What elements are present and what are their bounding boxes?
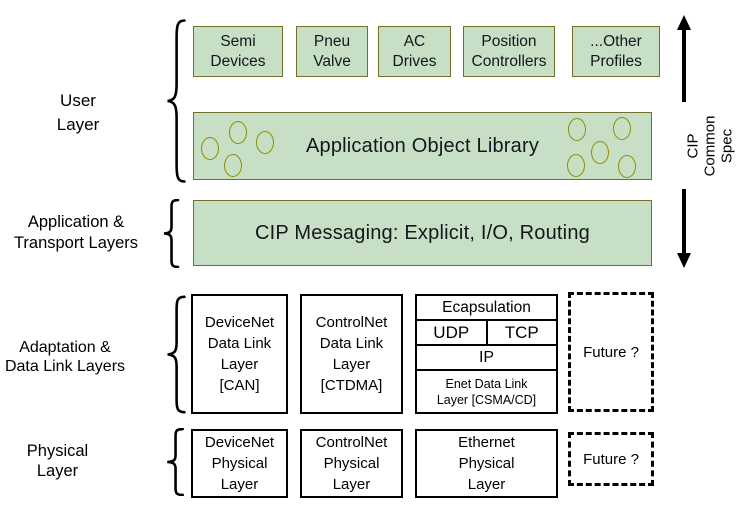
arrow-down-icon — [677, 253, 691, 268]
brace-physical — [164, 428, 186, 496]
profile-box-semi-devices: Semi Devices — [193, 26, 283, 77]
object-ellipse — [567, 154, 585, 177]
brace-application-transport — [161, 199, 181, 268]
object-ellipse — [256, 131, 274, 154]
ethernet-physical-box: Ethernet Physical Layer — [415, 429, 558, 498]
object-ellipse — [224, 154, 242, 177]
future-datalink-box: Future ? — [568, 292, 654, 412]
object-ellipse — [229, 121, 247, 144]
layer-label-physical: Physical Layer — [26, 442, 89, 480]
object-ellipse — [591, 141, 609, 164]
future-physical-box: Future ? — [568, 432, 654, 486]
stack-row-udp-tcp: UDP TCP — [417, 321, 556, 346]
object-ellipse — [613, 117, 631, 140]
layer-label-user: User Layer — [56, 91, 100, 134]
object-ellipse — [201, 137, 219, 160]
stack-cell-tcp: TCP — [504, 322, 539, 342]
layer-label-adaptation-datalink: Adaptation & Data Link Layers — [4, 339, 126, 375]
brace-adaptation-datalink — [164, 295, 188, 414]
application-object-library-label: Application Object Library — [305, 134, 540, 157]
devicenet-physical-box: DeviceNet Physical Layer — [191, 429, 288, 498]
arrow-up-icon — [677, 15, 691, 30]
cip-messaging-box: CIP Messaging: Explicit, I/O, Routing — [193, 200, 652, 266]
controlnet-datalink-box: ControlNet Data Link Layer [CTDMA] — [300, 294, 403, 414]
stack-row-ip: IP — [417, 346, 556, 371]
devicenet-datalink-box: DeviceNet Data Link Layer [CAN] — [191, 294, 288, 414]
profile-box-pneu-valve: Pneu Valve — [296, 26, 368, 77]
arrow-shaft — [682, 28, 686, 102]
profile-box-other-profiles: ...Other Profiles — [572, 26, 660, 77]
stack-row-enet-datalink: Enet Data Link Layer [CSMA/CD] — [436, 376, 537, 407]
stack-cell-udp: UDP — [417, 321, 488, 344]
arrow-shaft — [682, 189, 686, 254]
profile-box-position-controllers: Position Controllers — [463, 26, 555, 77]
controlnet-physical-box: ControlNet Physical Layer — [300, 429, 403, 498]
profile-box-ac-drives: AC Drives — [378, 26, 451, 77]
ethernet-protocol-stack: Ecapsulation UDP TCP IP Enet Data Link L… — [415, 294, 558, 414]
object-ellipse — [618, 155, 636, 178]
brace-user-layer — [164, 18, 188, 184]
cip-messaging-label: CIP Messaging: Explicit, I/O, Routing — [255, 221, 590, 244]
layer-label-application-transport: Application & Transport Layers — [13, 213, 139, 252]
cip-common-spec-label: CIP Common Spec — [684, 115, 736, 177]
stack-row-encapsulation: Ecapsulation — [417, 296, 556, 321]
object-ellipse — [568, 118, 586, 141]
